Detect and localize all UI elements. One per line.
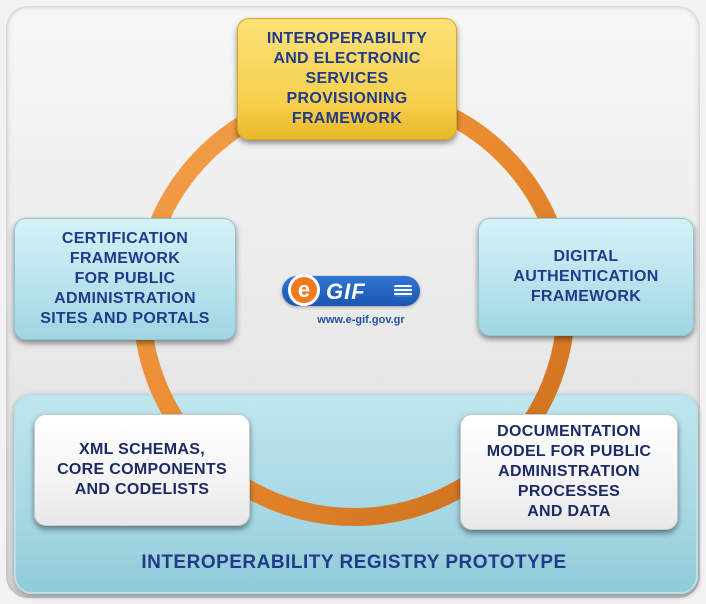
- node-documentation-model: DOCUMENTATION MODEL FOR PUBLIC ADMINISTR…: [460, 414, 678, 530]
- node-digital-authentication: DIGITAL AUTHENTICATION FRAMEWORK: [478, 218, 694, 336]
- node-interoperability-label: INTEROPERABILITY AND ELECTRONIC SERVICES…: [266, 30, 428, 127]
- logo-e-mark: e: [288, 274, 320, 306]
- node-certification-framework: CERTIFICATION FRAMEWORK FOR PUBLIC ADMIN…: [14, 218, 236, 340]
- node-xml-label: XML SCHEMAS, CORE COMPONENTS AND CODELIS…: [57, 441, 227, 498]
- greek-flag-icon: [394, 285, 412, 297]
- node-certification-label: CERTIFICATION FRAMEWORK FOR PUBLIC ADMIN…: [40, 230, 210, 327]
- logo-url: www.e-gif.gov.gr: [317, 314, 405, 326]
- node-documentation-label: DOCUMENTATION MODEL FOR PUBLIC ADMINISTR…: [486, 423, 652, 520]
- egif-logo: e GIF www.e-gif.gov.gr: [282, 274, 424, 336]
- node-digital-authentication-label: DIGITAL AUTHENTICATION FRAMEWORK: [513, 248, 659, 305]
- logo-gif-text: GIF: [326, 279, 366, 304]
- registry-title: INTEROPERABILITY REGISTRY PROTOTYPE: [141, 552, 567, 573]
- node-interoperability-framework: INTEROPERABILITY AND ELECTRONIC SERVICES…: [237, 18, 457, 140]
- node-xml-schemas: XML SCHEMAS, CORE COMPONENTS AND CODELIS…: [34, 414, 250, 526]
